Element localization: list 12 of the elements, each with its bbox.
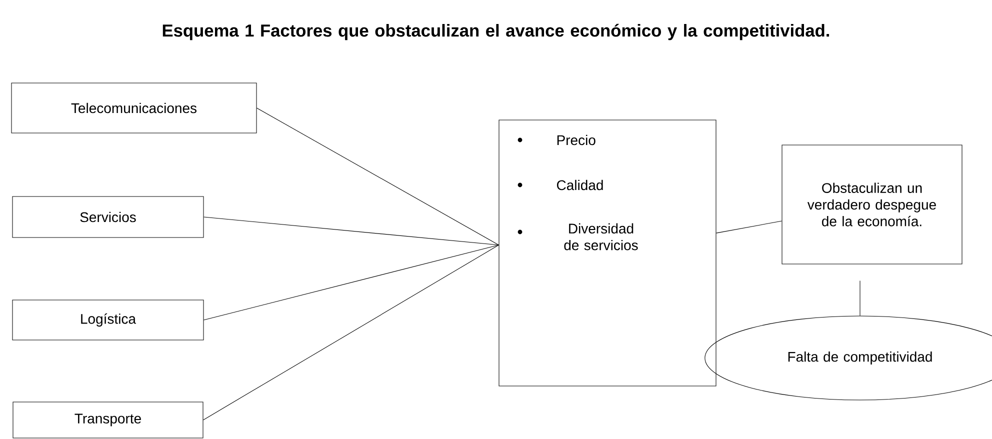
text-box: Servicios <box>12 196 204 238</box>
text-box: Logística <box>12 300 204 340</box>
connector-line <box>716 220 782 234</box>
list-box: Precio Calidad Diversidad de servicios <box>498 120 716 386</box>
text-box: Telecomunicaciones <box>11 82 257 134</box>
text-box: Transporte <box>12 402 204 438</box>
connector-line <box>203 244 499 420</box>
connector-line <box>204 216 499 246</box>
connector-line <box>204 244 499 320</box>
connector-line <box>256 108 499 246</box>
title: Esquema 1 Factores que obstaculizan el avance económico y la competitividad. <box>162 24 830 40</box>
text-box: Obstaculizan un verdadero despegue de la economía. <box>782 144 962 264</box>
